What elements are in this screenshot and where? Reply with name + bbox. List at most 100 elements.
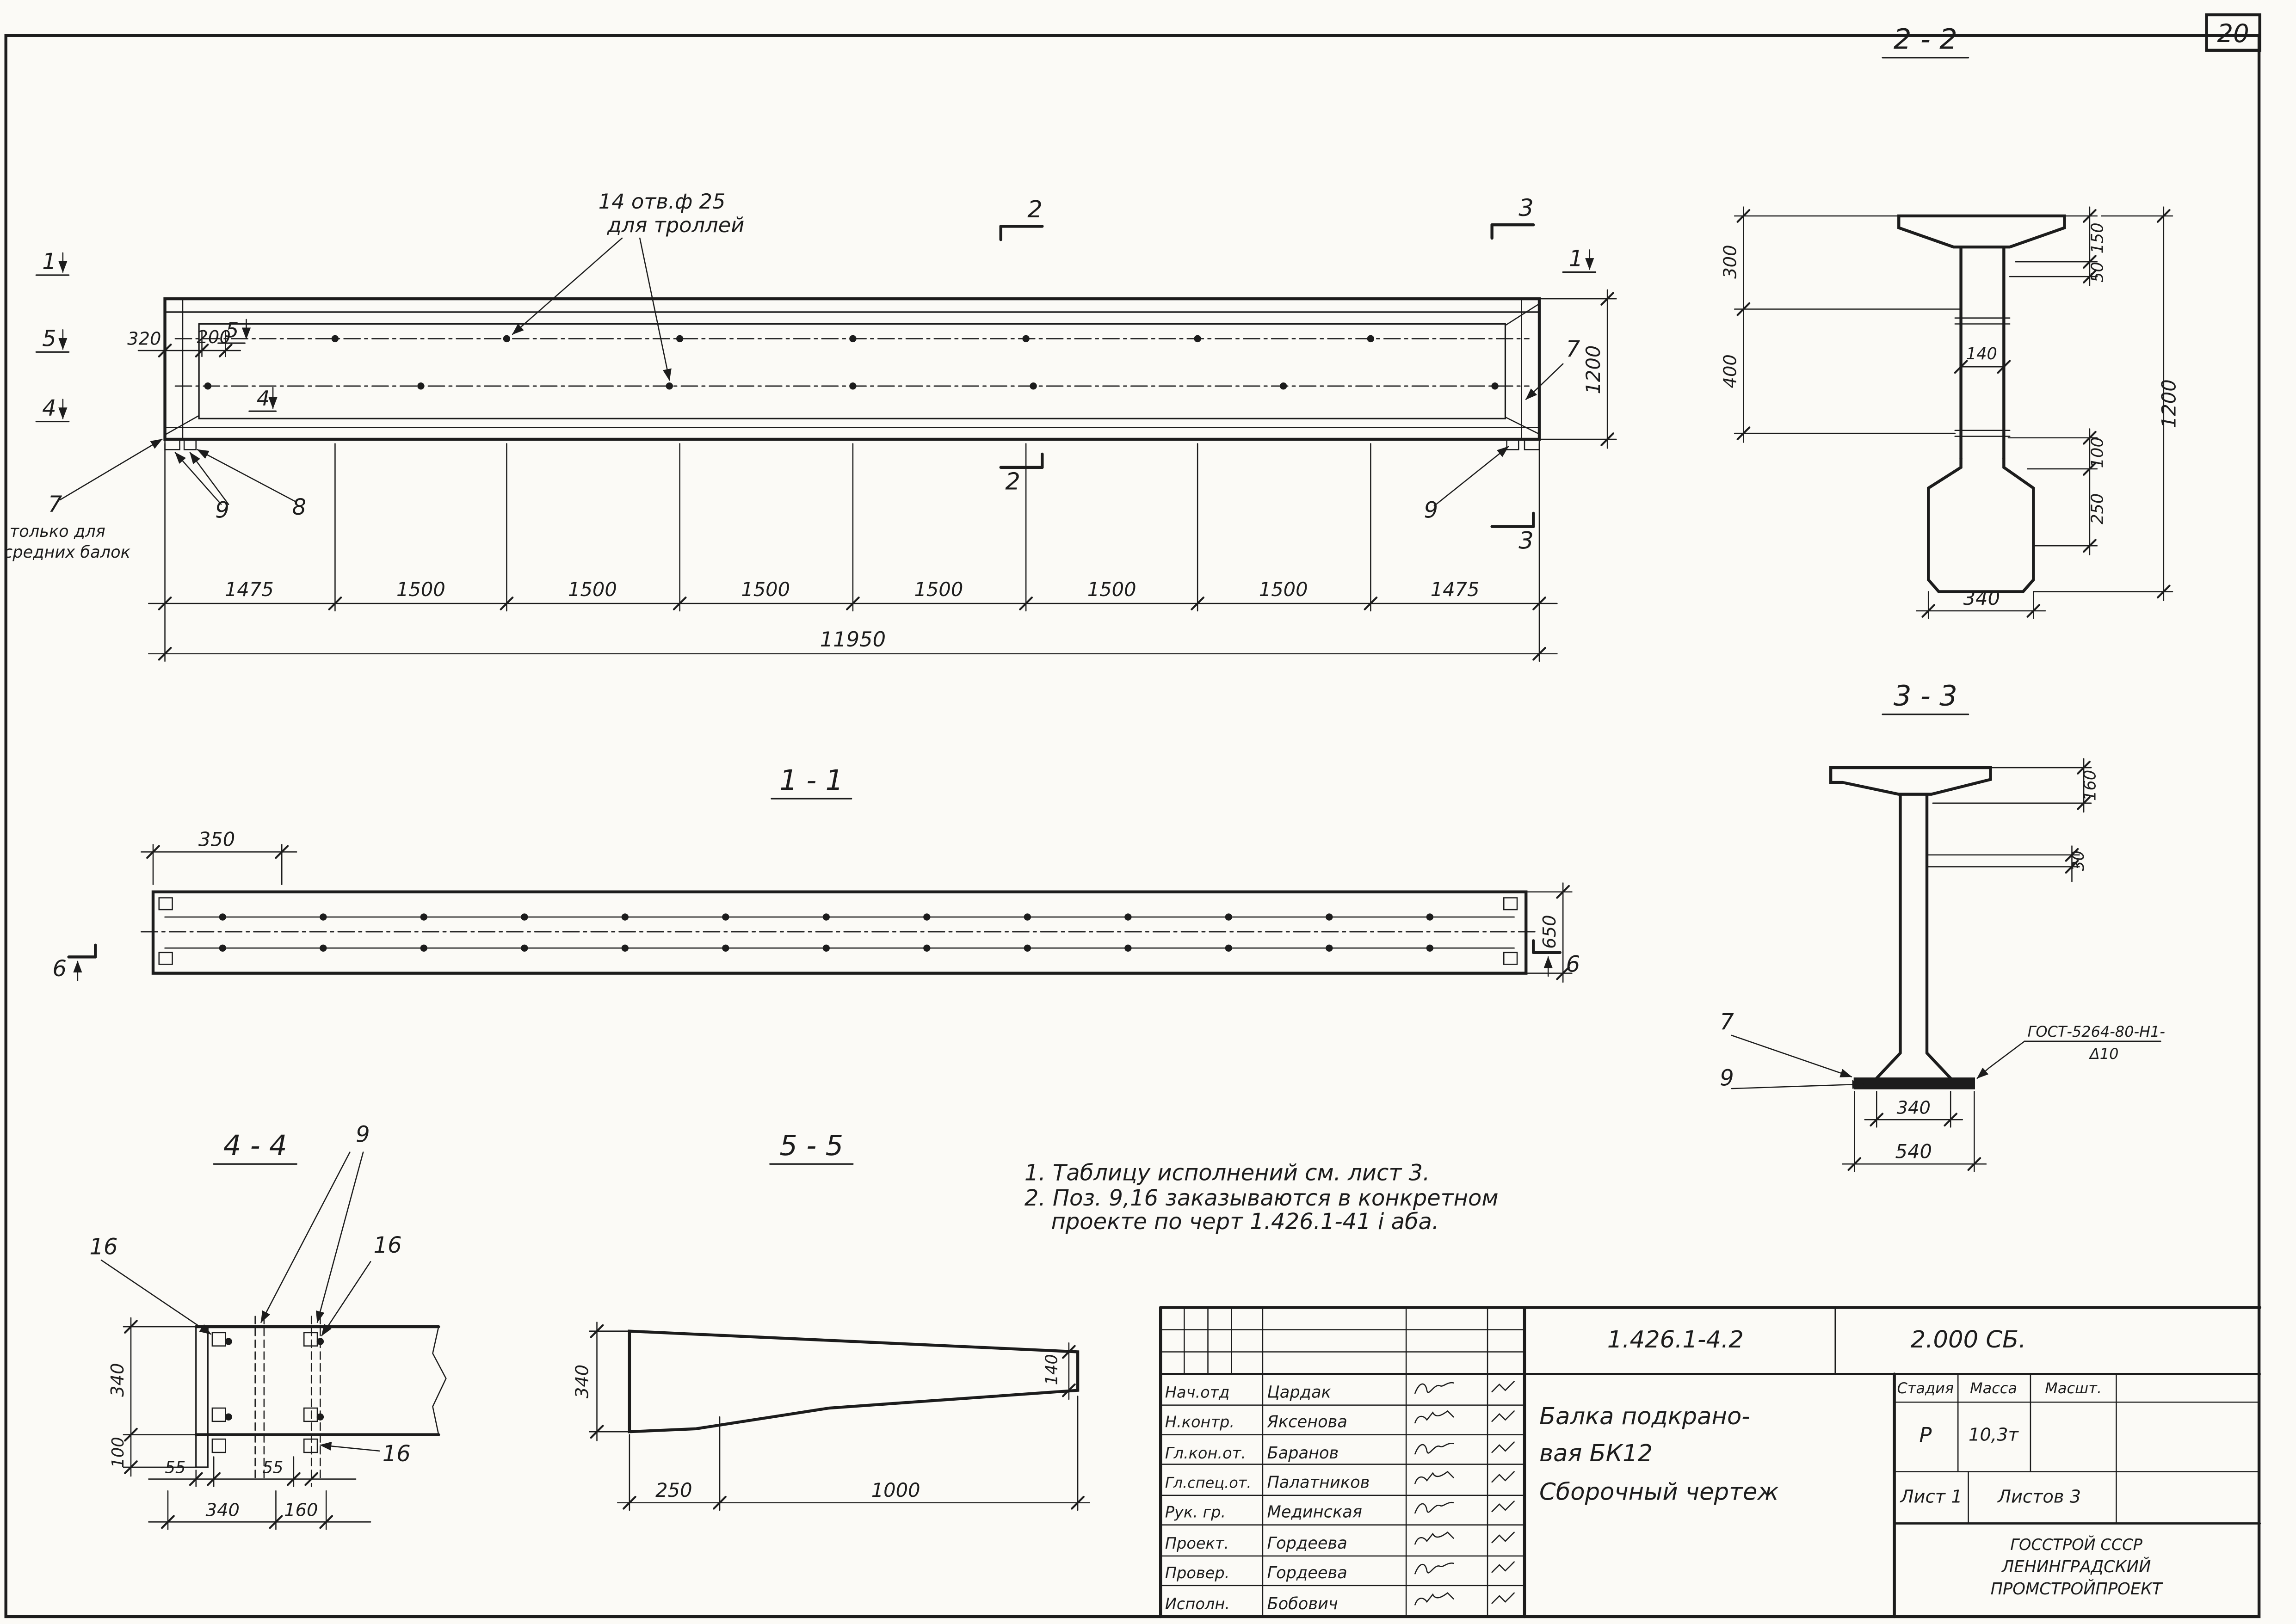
- seg-dim-5: 1500: [1087, 578, 1136, 601]
- cut3-bottom-label: 3: [1518, 528, 1534, 555]
- dim-340-5-5: 340: [572, 1322, 630, 1441]
- cut3-top-label: 3: [1518, 195, 1534, 222]
- plan-outline: [151, 890, 1528, 975]
- section-2-2-title: 2 - 2: [1894, 24, 1957, 56]
- left-section-markers: 1 5 4: [35, 249, 70, 423]
- doc-code: 2.000 СБ.: [1911, 1326, 2026, 1353]
- marker-6-left: 6: [52, 956, 67, 982]
- marker-5-inner: 5: [226, 318, 239, 342]
- dims-left-300-400: 300 400: [1720, 206, 1962, 443]
- seg-dim-0: 1475: [225, 578, 274, 601]
- main-elevation-view: 14 отв.ф 25 для троллей 1 5 4 1: [4, 189, 1617, 662]
- dim-350-label: 350: [198, 828, 235, 851]
- trolley-hole-rows: [174, 334, 1530, 391]
- staff-role: Исполн.: [1165, 1595, 1230, 1613]
- bottom-block: [1927, 457, 2035, 593]
- staff-name: Бобович: [1267, 1594, 1338, 1613]
- col-stage: Стадия: [1897, 1379, 1954, 1397]
- seg-dim-1: 1500: [396, 578, 445, 601]
- dim-1200-right: 1200: [1538, 289, 1617, 449]
- dim-160-4-4-label: 160: [284, 1500, 318, 1521]
- title-block: 1.426.1-4.2 2.000 СБ. Балка подкрано- ва…: [1159, 1306, 2261, 1618]
- segment-dimension-chain: 1475 1500 1500 1500 1500 1500 1500 1475 …: [148, 443, 1558, 662]
- marker-1: 1: [42, 249, 56, 275]
- dim-250-label: 250: [2088, 493, 2107, 524]
- item7-3-3: 7: [1720, 1009, 1734, 1035]
- staff-role: Гл.спец.от.: [1165, 1474, 1252, 1492]
- note-line3: проекте по черт 1.426.1-41 і аба.: [1051, 1209, 1439, 1235]
- dim-right-1200: 1200: [2033, 206, 2180, 601]
- item8-left: 8: [292, 494, 307, 520]
- break-line: [432, 1326, 447, 1435]
- note-line1: 1. Таблицу исполнений см. лист 3.: [1025, 1160, 1430, 1186]
- item9-4-4: 9: [356, 1121, 370, 1147]
- seg-dim-7: 1475: [1431, 578, 1480, 601]
- dim-100-label: 100: [2088, 437, 2107, 468]
- seg-dim-6: 1500: [1259, 578, 1308, 601]
- dim-340-bottom-label: 340: [206, 1500, 240, 1521]
- col-mass: Масса: [1970, 1379, 2017, 1397]
- staff-role: Проект.: [1165, 1534, 1229, 1552]
- section-5-5: 5 - 5 340 140 250 10: [572, 1130, 1090, 1511]
- cut-marks-6: 6 6: [52, 939, 1580, 982]
- sheet-frame: 20: [4, 13, 2261, 1618]
- staff-role: Нач.отд: [1165, 1384, 1230, 1402]
- bolt-squares: [211, 1332, 325, 1453]
- dim-55-a-label: 55: [165, 1458, 186, 1477]
- dim-200-label: 200: [197, 327, 230, 348]
- staff-name: Палатников: [1267, 1473, 1370, 1492]
- item7-right: 7: [1566, 336, 1580, 362]
- item9-left: 9: [215, 497, 229, 523]
- org-line2: ЛЕНИНГРАДСКИЙ: [2001, 1557, 2151, 1576]
- marker-4-inner: 4: [257, 386, 270, 410]
- notes: 1. Таблицу исполнений см. лист 3. 2. Поз…: [1025, 1160, 1499, 1235]
- dims-right-150-50: 150 50: [2009, 206, 2107, 286]
- weld-callout: ГОСТ-5264-80-Н1- Δ10: [1976, 1023, 2165, 1079]
- weld-note-line1: ГОСТ-5264-80-Н1-: [2028, 1023, 2165, 1040]
- marker-5: 5: [42, 326, 56, 351]
- staff-role: Рук. гр.: [1165, 1503, 1226, 1521]
- dim-650: 650: [1525, 882, 1573, 983]
- section-2-2: 2 - 2 300 400 140: [1720, 24, 2180, 619]
- item-callouts: 7 только для средних балок 9 8 7 9: [4, 336, 1580, 562]
- seg-dim-3: 1500: [741, 578, 790, 601]
- staff-role: Н.контр.: [1165, 1413, 1234, 1431]
- holes-callout: 14 отв.ф 25 для троллей: [512, 189, 744, 381]
- seg-dim-4: 1500: [914, 578, 963, 601]
- dim-340-label: 340: [1963, 587, 2000, 609]
- org-line1: ГОССТРОЙ СССР: [2010, 1535, 2142, 1554]
- note-line2: 2. Поз. 9,16 заказываются в конкретном: [1025, 1185, 1499, 1211]
- dim-1200-section-label: 1200: [2157, 379, 2180, 428]
- staff-name: Гордеева: [1267, 1563, 1347, 1582]
- item16-b: 16: [374, 1232, 402, 1258]
- inner-section-markers: 5 4: [217, 318, 278, 412]
- drawing-title-line2: вая БК12: [1539, 1440, 1653, 1467]
- section-4-4-title: 4 - 4: [223, 1130, 287, 1162]
- doc-number: 1.426.1-4.2: [1607, 1326, 1744, 1353]
- section-3-3-title: 3 - 3: [1894, 680, 1957, 713]
- page-number: 20: [2217, 19, 2249, 48]
- dim-140-label: 140: [1966, 344, 1997, 363]
- item16-c: 16: [383, 1441, 411, 1467]
- marker-1-right: 1: [1569, 246, 1583, 272]
- dim-1000-label: 1000: [871, 1479, 920, 1501]
- callout-line2: для троллей: [607, 213, 744, 237]
- staff-role: Гл.кон.от.: [1165, 1444, 1246, 1462]
- item7-left: 7: [48, 492, 62, 517]
- right-section-marker-1: 1: [1562, 246, 1597, 273]
- mass-value: 10,3т: [1969, 1424, 2019, 1445]
- end-note-line2: средних балок: [4, 543, 130, 562]
- cut-marks: 2 2 3 3: [999, 195, 1535, 555]
- item16-callouts: 16 16 16: [89, 1232, 410, 1467]
- section-1-1: 1 - 1: [52, 764, 1580, 983]
- dim-540-label: 540: [1895, 1140, 1932, 1163]
- staff-name: Цардак: [1267, 1383, 1331, 1402]
- marker-6-right: 6: [1566, 951, 1580, 977]
- marker-4: 4: [42, 395, 56, 421]
- dim-540-3-3: 540: [1842, 1091, 1987, 1172]
- dim-bottom-340: 340: [1916, 587, 2046, 619]
- section-1-1-title: 1 - 1: [779, 764, 843, 797]
- dim-100-4-4-label: 100: [109, 1437, 128, 1468]
